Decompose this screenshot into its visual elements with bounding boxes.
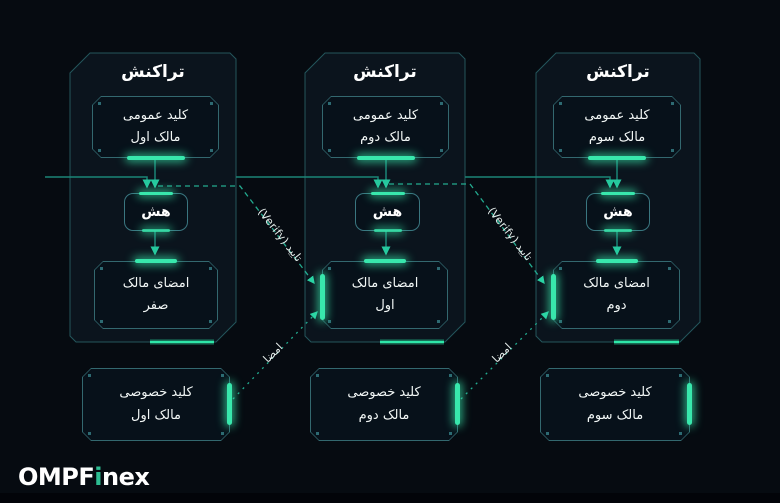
signature-box-1: امضای مالک صفر — [94, 259, 218, 329]
glow-accent — [370, 192, 405, 195]
glow-accent — [320, 274, 325, 320]
transaction-title-2: تراکنش — [353, 62, 417, 82]
glow-accent — [551, 274, 556, 320]
signature-1-line2: صفر — [143, 298, 169, 313]
transaction-title-1: تراکنش — [121, 62, 185, 82]
corner-dots — [328, 267, 331, 270]
glow-accent — [601, 192, 635, 195]
glow-accent — [604, 229, 632, 232]
signature-2-line2: اول — [375, 298, 395, 313]
signature-2-line1: امضای مالک — [351, 275, 419, 291]
public-key-box-2: کلید عمومی مالک دوم — [322, 96, 449, 160]
private-key-box-1: کلید خصوصی مالک اول — [82, 368, 232, 441]
corner-dots — [98, 102, 101, 105]
logo-part-1: OMPF — [18, 463, 95, 491]
corner-dots — [88, 374, 91, 377]
glow-accent — [135, 259, 177, 263]
signature-box-2: امضای مالک اول — [320, 259, 448, 329]
glow-accent — [595, 259, 638, 263]
signature-box-3: امضای مالک دوم — [551, 259, 680, 329]
public-key-1-line2: مالک اول — [130, 130, 181, 145]
signature-3-line1: امضای مالک — [583, 275, 650, 291]
private-key-2-line1: کلید خصوصی — [347, 385, 421, 401]
glow-accent — [687, 383, 692, 425]
corner-dots — [559, 102, 562, 105]
public-key-3-line1: کلید عمومی — [584, 107, 650, 123]
ompfinex-logo: OMPFinex — [18, 463, 150, 491]
glow-accent — [126, 156, 185, 160]
corner-dots — [316, 374, 319, 377]
hash-label-1: هش — [141, 204, 171, 220]
hash-box-3: هش — [586, 192, 650, 232]
public-key-box-1: کلید عمومی مالک اول — [92, 96, 219, 160]
signature-1-line1: امضای مالک — [122, 275, 190, 291]
footer-strip — [0, 493, 780, 503]
corner-dots — [100, 267, 103, 270]
glow-accent — [455, 383, 460, 425]
verify-connectors — [158, 183, 545, 285]
glow-accent — [227, 383, 232, 425]
logo-part-3: nex — [102, 463, 150, 491]
hash-box-2: هش — [355, 192, 420, 232]
private-key-3-line1: کلید خصوصی — [578, 385, 652, 401]
private-key-3-line2: مالک سوم — [586, 407, 644, 423]
private-key-box-3: کلید خصوصی مالک سوم — [540, 368, 692, 441]
hash-box-1: هش — [124, 192, 188, 232]
hash-label-2: هش — [372, 204, 403, 220]
public-key-box-3: کلید عمومی مالک سوم — [553, 96, 681, 160]
private-key-1-line2: مالک اول — [131, 407, 181, 423]
transaction-title-3: تراکنش — [586, 62, 650, 82]
hash-label-3: هش — [603, 204, 633, 220]
glow-accent — [364, 259, 406, 263]
private-key-2-line2: مالک دوم — [358, 407, 410, 423]
glow-accent — [142, 229, 170, 232]
public-key-3-line2: مالک سوم — [588, 130, 646, 145]
glow-accent — [373, 229, 402, 232]
private-key-1-line1: کلید خصوصی — [119, 385, 193, 401]
glow-accent — [139, 192, 173, 195]
public-key-1-line1: کلید عمومی — [122, 107, 189, 123]
signature-3-line2: دوم — [606, 298, 627, 313]
corner-dots — [559, 267, 562, 270]
private-key-box-2: کلید خصوصی مالک دوم — [310, 368, 460, 441]
glow-accent — [356, 156, 415, 160]
logo-part-green-i: i — [94, 463, 103, 491]
corner-dots — [328, 102, 331, 105]
corner-dots — [546, 374, 549, 377]
glow-accent — [588, 156, 646, 160]
solid-connectors — [45, 158, 622, 256]
public-key-2-line1: کلید عمومی — [352, 107, 419, 123]
public-key-2-line2: مالک دوم — [360, 130, 411, 145]
